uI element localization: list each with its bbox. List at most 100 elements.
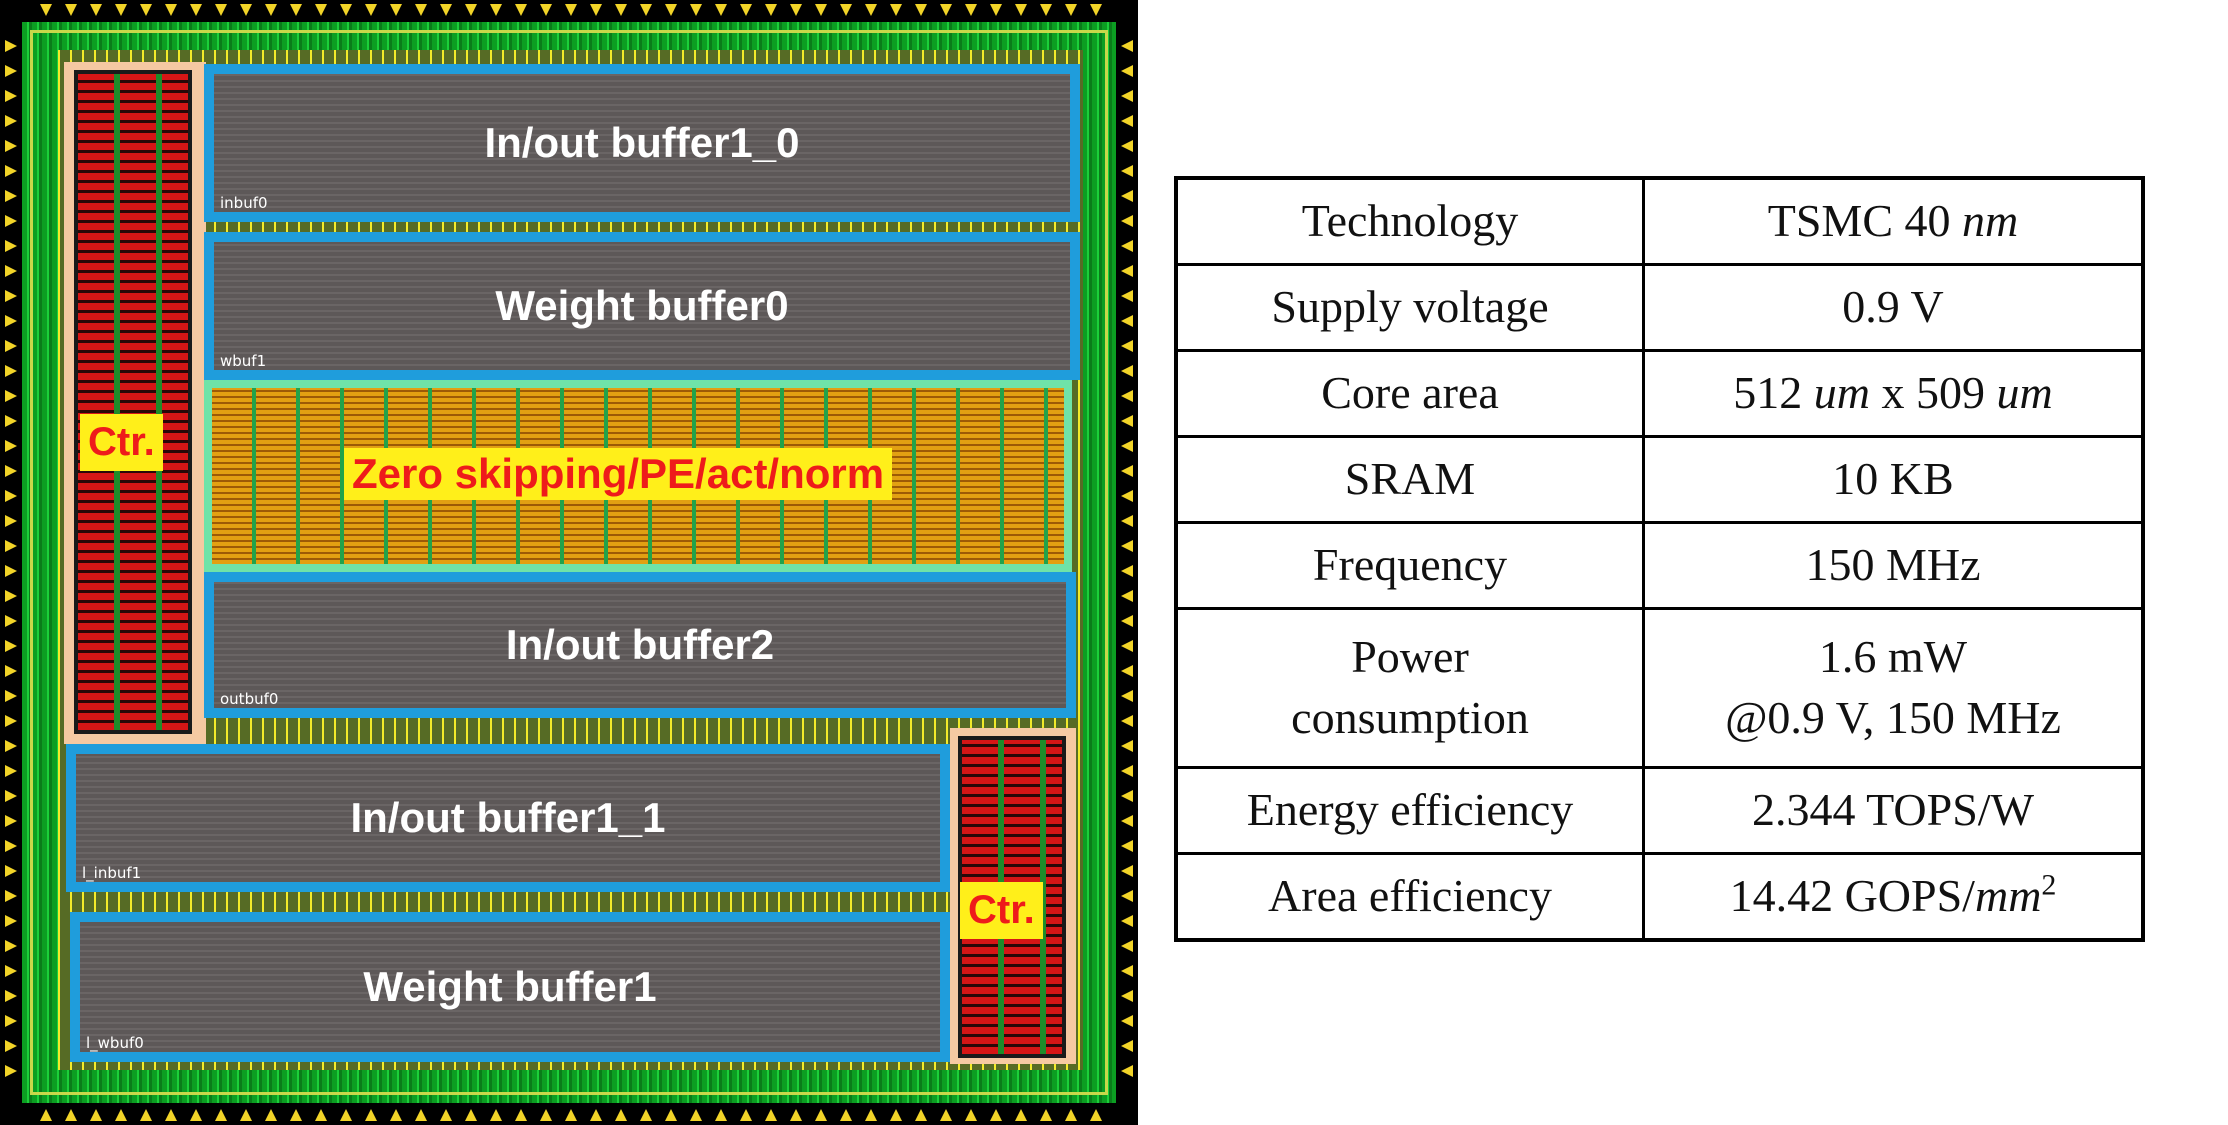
io-pad-icon [515, 1109, 527, 1121]
io-ring [30, 30, 1108, 1095]
table-row: Core area 512 um x 509 um [1174, 349, 2145, 438]
io-pad-icon [1121, 365, 1133, 377]
io-pad-icon [940, 1109, 952, 1121]
io-pad-icon [90, 1109, 102, 1121]
table-row: Frequency 150 MHz [1174, 521, 2145, 610]
inout-buffer1-0-label: In/out buffer1_0 [484, 119, 800, 166]
io-pad-icon [915, 1109, 927, 1121]
io-pad-icon [715, 1109, 727, 1121]
io-pad-icon [640, 1109, 652, 1121]
io-pad-icon [1065, 4, 1077, 16]
io-pad-icon [5, 740, 17, 752]
weight-buffer0-label: Weight buffer0 [495, 282, 789, 329]
io-pad-icon [140, 1109, 152, 1121]
spec-value: 0.9 V [1642, 263, 2145, 352]
io-pad-icon [5, 115, 17, 127]
io-pad-icon [390, 1109, 402, 1121]
io-pad-icon [1121, 65, 1133, 77]
spec-key: Area efficiency [1174, 852, 1645, 942]
io-pad-icon [5, 615, 17, 627]
left-controller [74, 70, 192, 734]
inout-buffer1-1: In/out buffer1_1 l_inbuf1 [66, 744, 950, 892]
inout-buffer1-0: In/out buffer1_0 inbuf0 [204, 64, 1080, 222]
io-pad-icon [5, 40, 17, 52]
io-pad-icon [1121, 940, 1133, 952]
io-pad-icon [1121, 290, 1133, 302]
io-pad-icon [865, 4, 877, 16]
io-pad-icon [365, 1109, 377, 1121]
io-pad-icon [5, 815, 17, 827]
right-controller-label: Ctr. [960, 882, 1043, 939]
io-pad-icon [690, 1109, 702, 1121]
io-pad-icon [1121, 240, 1133, 252]
io-pad-icon [1121, 665, 1133, 677]
io-pad-icon [1121, 640, 1133, 652]
io-pad-icon [5, 165, 17, 177]
io-pad-icon [840, 4, 852, 16]
weight-buffer1-label: Weight buffer1 [363, 963, 657, 1010]
io-pad-icon [65, 4, 77, 16]
io-pad-icon [540, 4, 552, 16]
pe-array-label: Zero skipping/PE/act/norm [344, 448, 893, 500]
io-pad-icon [215, 4, 227, 16]
io-pad-icon [990, 1109, 1002, 1121]
io-pad-icon [5, 915, 17, 927]
io-pad-icon [165, 4, 177, 16]
io-pad-icon [1121, 540, 1133, 552]
io-pad-icon [615, 4, 627, 16]
io-pad-icon [5, 440, 17, 452]
io-pad-icon [665, 1109, 677, 1121]
io-pad-icon [665, 4, 677, 16]
io-pad-icon [1090, 1109, 1102, 1121]
io-pad-icon [490, 1109, 502, 1121]
weight-buffer1-instance: l_wbuf0 [86, 1034, 144, 1052]
io-pad-icon [5, 890, 17, 902]
io-pad-icon [890, 4, 902, 16]
inout-buffer1-1-label: In/out buffer1_1 [350, 794, 666, 841]
inout-buffer1-0-instance: inbuf0 [220, 194, 268, 212]
io-pad-icon [1065, 1109, 1077, 1121]
io-pad-icon [940, 4, 952, 16]
weight-buffer0-instance: wbuf1 [220, 352, 267, 370]
inout-buffer2: In/out buffer2 outbuf0 [204, 572, 1076, 718]
io-pad-icon [5, 240, 17, 252]
io-pad-icon [5, 765, 17, 777]
io-pad-icon [5, 65, 17, 77]
table-row: SRAM 10 KB [1174, 435, 2145, 524]
chip-layout: Ctr. Ctr. In/out buffer1_0 inbuf0 Weight… [0, 0, 1138, 1125]
io-pad-icon [1121, 890, 1133, 902]
table-row: Energy efficiency 2.344 TOPS/W [1174, 766, 2145, 855]
io-pad-icon [1121, 1015, 1133, 1027]
io-pad-icon [1121, 915, 1133, 927]
io-pad-icon [740, 4, 752, 16]
io-pad-icon [790, 4, 802, 16]
io-pad-icon [1121, 340, 1133, 352]
spec-key: Technology [1174, 176, 1645, 266]
io-pad-icon [1121, 865, 1133, 877]
io-pad-icon [240, 4, 252, 16]
io-pad-icon [1121, 465, 1133, 477]
io-pad-icon [365, 4, 377, 16]
io-pad-icon [915, 4, 927, 16]
io-pad-icon [40, 4, 52, 16]
io-pad-icon [1121, 565, 1133, 577]
io-pad-icon [5, 465, 17, 477]
io-pad-icon [1121, 790, 1133, 802]
io-pad-icon [790, 1109, 802, 1121]
io-pad-icon [840, 1109, 852, 1121]
io-pad-icon [5, 190, 17, 202]
io-pad-icon [165, 1109, 177, 1121]
io-pad-icon [5, 1065, 17, 1077]
table-row: Area efficiency 14.42 GOPS/mm2 [1174, 852, 2145, 942]
io-pad-icon [290, 1109, 302, 1121]
io-pad-icon [1121, 215, 1133, 227]
io-pad-icon [1121, 490, 1133, 502]
io-pad-icon [1090, 4, 1102, 16]
spec-value: 10 KB [1642, 435, 2145, 524]
io-pad-icon [1121, 965, 1133, 977]
io-pad-icon [115, 4, 127, 16]
io-pad-icon [1121, 90, 1133, 102]
io-pad-icon [5, 90, 17, 102]
io-pad-icon [590, 1109, 602, 1121]
